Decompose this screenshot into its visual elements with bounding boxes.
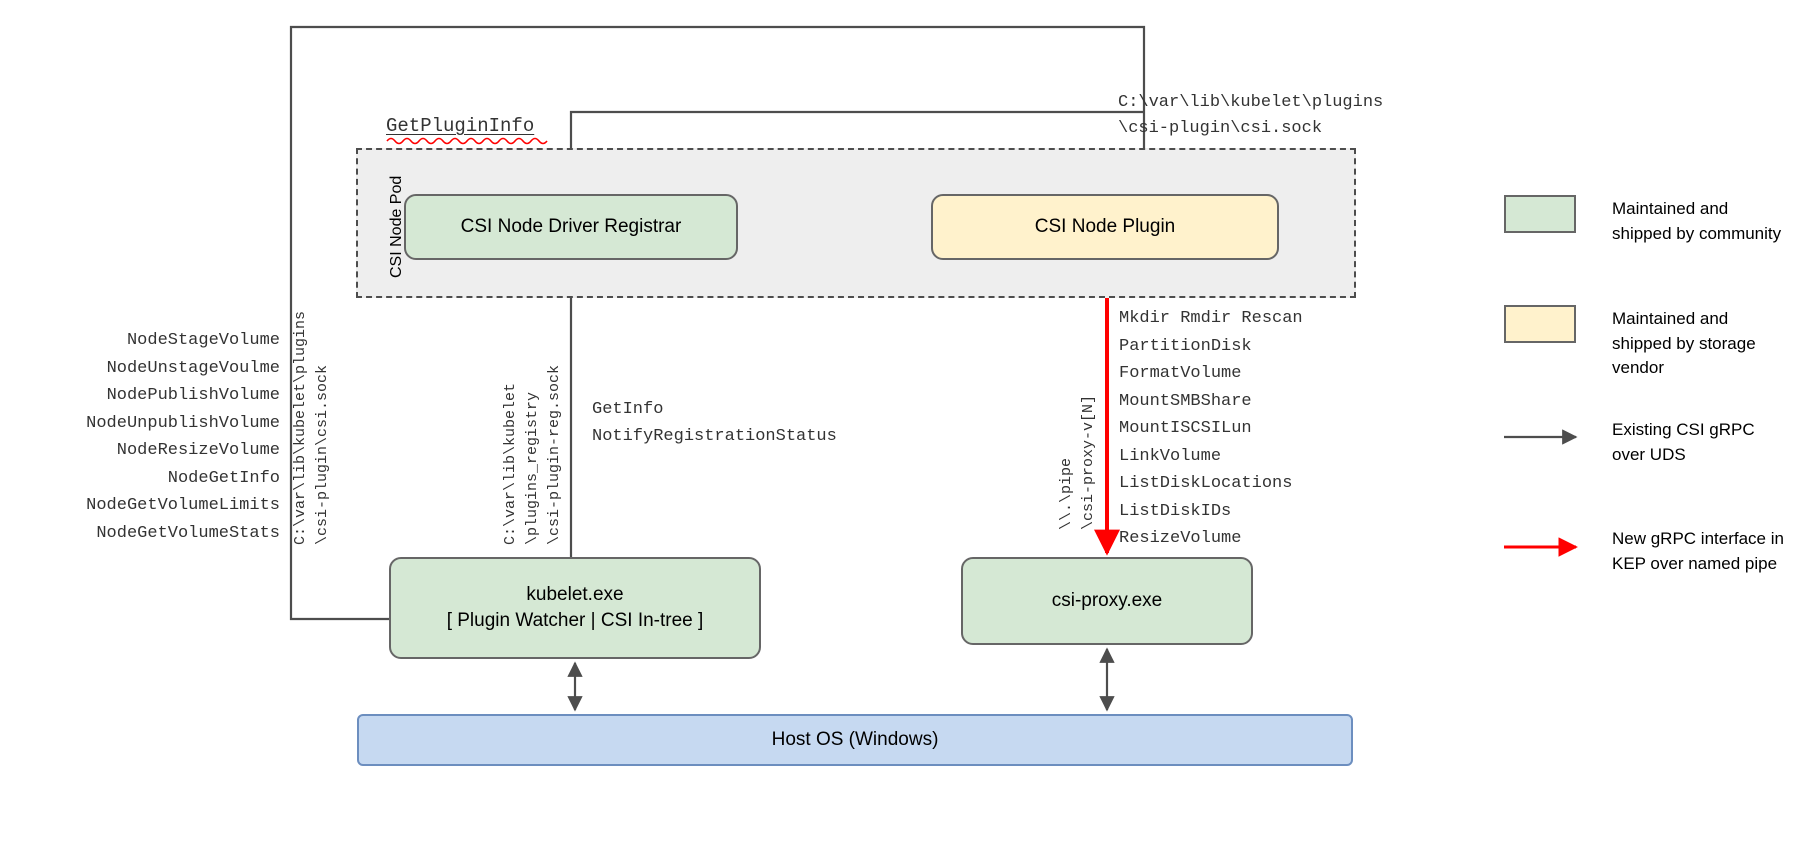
legend-item-new-grpc-label: New gRPC interface in KEP over named pip… <box>1612 529 1784 573</box>
label-registration-calls: GetInfo NotifyRegistrationStatus <box>592 400 837 447</box>
label-vertical-named-pipe-path: \\.\pipe \csi-proxy-v[N] <box>1058 394 1097 530</box>
label-vertical-registry-sock-path: C:\var\lib\kubelet \plugins_registry \cs… <box>502 364 563 545</box>
label-csi-proxy-operations: Mkdir Rmdir Rescan PartitionDisk FormatV… <box>1119 309 1303 549</box>
node-label: Host OS (Windows) <box>771 729 939 751</box>
node-label: csi-proxy.exe <box>1051 590 1163 612</box>
legend-yellow-swatch-icon <box>1504 305 1576 343</box>
node-label-primary: kubelet.exe <box>526 584 624 606</box>
node-csi-node-driver-registrar[interactable]: CSI Node Driver Registrar <box>404 194 738 260</box>
label-get-plugin-info: GetPluginInfo <box>386 115 535 137</box>
node-host-os[interactable]: Host OS (Windows) <box>357 714 1353 766</box>
legend-item-community-label: Maintained and shipped by community <box>1612 199 1782 243</box>
label-vertical-csi-sock-path: C:\var\lib\kubelet\plugins \csi-plugin\c… <box>292 310 331 545</box>
node-csi-proxy-exe[interactable]: csi-proxy.exe <box>961 557 1253 645</box>
label-node-service-methods: NodeStageVolume NodeUnstageVoulme NodePu… <box>86 331 280 543</box>
node-label: CSI Node Plugin <box>1034 216 1176 238</box>
node-label: CSI Node Driver Registrar <box>460 216 682 238</box>
legend-item-vendor-label: Maintained and shipped by storage vendor <box>1612 309 1756 378</box>
node-csi-node-plugin[interactable]: CSI Node Plugin <box>931 194 1279 260</box>
node-kubelet-exe[interactable]: kubelet.exe [ Plugin Watcher | CSI In-tr… <box>389 557 761 659</box>
legend-item-existing-grpc-label: Existing CSI gRPC over UDS <box>1612 420 1755 464</box>
legend-green-swatch-icon <box>1504 195 1576 233</box>
label-csi-sock-path-top: C:\var\lib\kubelet\plugins \csi-plugin\c… <box>1118 93 1384 138</box>
node-label-secondary: [ Plugin Watcher | CSI In-tree ] <box>446 610 704 631</box>
